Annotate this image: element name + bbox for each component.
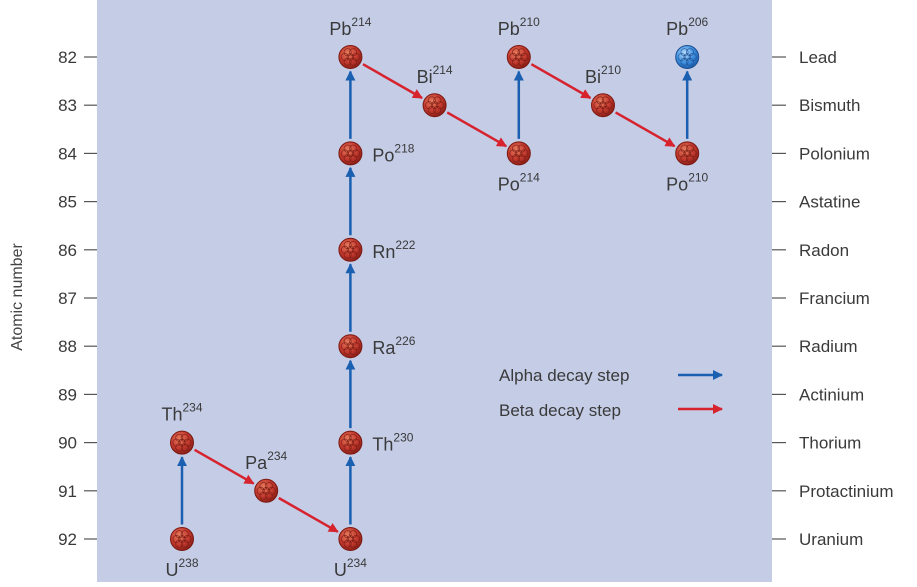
nuclide-th230: Th230 (338, 430, 414, 455)
nuclide-label: Rn222 (372, 238, 415, 262)
nuclide-po218: Po218 (338, 141, 415, 166)
tick-label: 84 (58, 144, 77, 163)
nuclide-th234: Th234 (161, 401, 203, 455)
element-label: Radium (799, 337, 858, 356)
tick-label: 82 (58, 48, 77, 67)
tick-label: 86 (58, 241, 77, 260)
nucleus-icon (338, 527, 363, 551)
legend-alpha-label: Alpha decay step (499, 366, 629, 385)
element-label: Actinium (799, 385, 864, 404)
decay-arrows (177, 63, 693, 533)
nuclide-label: Po218 (372, 141, 414, 165)
left-axis-ticks: 82 83 84 85 86 87 88 89 90 91 92 (58, 48, 97, 549)
element-label: Radon (799, 241, 849, 260)
nucleus-icon (170, 430, 194, 455)
nuclide-label: U238 (165, 556, 198, 580)
nuclide-label: Th230 (372, 431, 413, 455)
nuclide-label: Bi214 (417, 63, 453, 87)
nucleus-icon (506, 141, 531, 166)
nucleus-icon (254, 478, 279, 503)
beta-decay-arrow (278, 496, 339, 533)
nucleus-icon (338, 141, 363, 166)
tick-label: 83 (58, 96, 77, 115)
nuclide-label: U234 (334, 556, 367, 580)
beta-decay-arrow (193, 448, 255, 485)
beta-decay-arrow (446, 111, 508, 148)
tick-label: 90 (58, 434, 77, 453)
nucleus-icon (422, 93, 447, 118)
nuclide-rn222: Rn222 (338, 237, 416, 262)
tick-label: 91 (58, 482, 77, 501)
element-label: Thorium (799, 434, 861, 453)
element-label: Astatine (799, 193, 860, 212)
nucleus-icon (170, 527, 194, 551)
nuclide-label: Pa234 (245, 449, 287, 473)
element-label: Polonium (799, 144, 870, 163)
element-label: Protactinium (799, 482, 893, 501)
stable-nucleus-icon (675, 45, 700, 69)
axis-title: Atomic number (9, 243, 26, 351)
nuclide-pb210: Pb210 (498, 15, 540, 69)
tick-label: 88 (58, 337, 77, 356)
nuclide-label: Bi210 (585, 63, 621, 87)
nucleus-icon (338, 334, 363, 359)
nuclide-label: Pb214 (329, 15, 371, 39)
beta-decay-arrow (362, 63, 423, 100)
chart-panel (97, 0, 772, 582)
nuclide-bi214: Bi214 (417, 63, 453, 118)
nuclide-label: Th234 (161, 401, 202, 425)
beta-decay-arrow (614, 111, 676, 148)
nucleus-icon (591, 93, 615, 118)
element-label: Francium (799, 289, 870, 308)
nuclide-po210: Po210 (666, 141, 709, 194)
element-label: Lead (799, 48, 837, 67)
tick-label: 89 (58, 385, 77, 404)
nuclide-pa234: Pa234 (245, 449, 288, 503)
nucleus-icon (338, 430, 363, 455)
nucleus-icon (338, 45, 363, 69)
nucleus-icon (675, 141, 700, 166)
nucleus-icon (338, 237, 363, 262)
nuclide-u234: U234 (334, 527, 367, 580)
nuclide-label: Ra226 (372, 334, 415, 358)
nuclide-ra226: Ra226 (338, 334, 416, 359)
nuclide-u238: U238 (165, 527, 199, 580)
tick-label: 85 (58, 193, 77, 212)
tick-label: 92 (58, 530, 77, 549)
legend: Alpha decay step Beta decay step (499, 366, 723, 420)
element-label: Bismuth (799, 96, 860, 115)
beta-decay-arrow (530, 63, 592, 100)
nuclide-pb214: Pb214 (329, 15, 372, 69)
nuclide-pb206: Pb206 (666, 15, 709, 69)
legend-beta-label: Beta decay step (499, 401, 621, 420)
nuclide-label: Po210 (666, 170, 708, 194)
right-axis-ticks: LeadBismuthPoloniumAstatineRadonFrancium… (772, 48, 893, 549)
nuclide-po214: Po214 (498, 141, 540, 194)
nuclide-bi210: Bi210 (585, 63, 621, 118)
nuclide-label: Po214 (498, 170, 540, 194)
nuclide-label: Pb206 (666, 15, 708, 39)
tick-label: 87 (58, 289, 77, 308)
element-label: Uranium (799, 530, 863, 549)
nuclide-label: Pb210 (498, 15, 540, 39)
nucleus-icon (506, 45, 531, 69)
